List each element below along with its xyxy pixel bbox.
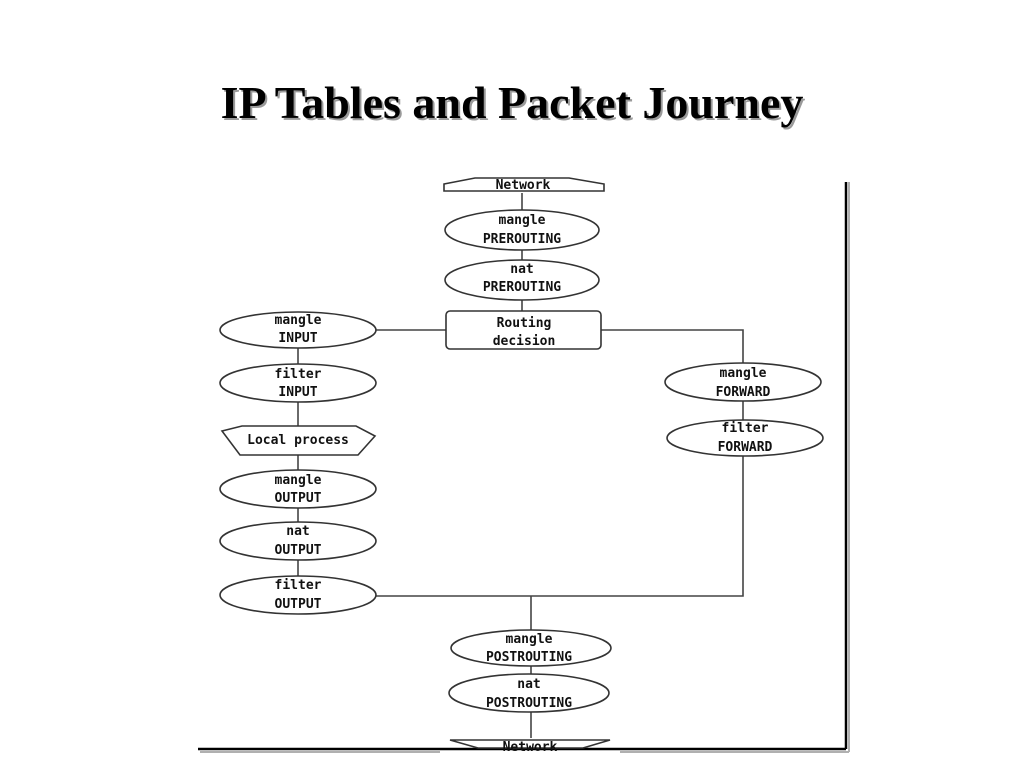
node-label-line: OUTPUT — [275, 491, 322, 506]
node-label-line: POSTROUTING — [486, 650, 572, 665]
node-label-line: filter — [275, 367, 322, 382]
slide-title: IP Tables and Packet Journey — [220, 77, 804, 128]
edge-routing-to-mangle-forward — [601, 329, 744, 364]
node-label-line: Routing — [497, 316, 552, 331]
node-nat-prerouting: nat PREROUTING — [444, 259, 600, 301]
node-label-line: POSTROUTING — [486, 696, 572, 711]
node-label-line: mangle — [275, 473, 322, 488]
node-label-line: mangle — [499, 213, 546, 228]
node-label-line: INPUT — [278, 331, 317, 346]
node-mangle-input: mangle INPUT — [219, 311, 377, 349]
node-label-line: Local process — [247, 433, 349, 448]
edges — [297, 193, 744, 738]
node-mangle-postrouting: mangle POSTROUTING — [450, 629, 612, 667]
node-label-line: OUTPUT — [275, 597, 322, 612]
node-label-line: OUTPUT — [275, 543, 322, 558]
node-nat-postrouting: nat POSTROUTING — [448, 673, 610, 713]
node-label-line: nat — [286, 524, 309, 539]
node-filter-input: filter INPUT — [219, 363, 377, 403]
node-mangle-output: mangle OUTPUT — [219, 469, 377, 509]
node-label-line: INPUT — [278, 385, 317, 400]
node-local-process: Local process — [220, 425, 377, 456]
node-label-line: Network — [496, 178, 551, 193]
node-label-line: FORWARD — [716, 385, 771, 400]
node-filter-output: filter OUTPUT — [219, 575, 377, 615]
node-label-line: filter — [275, 578, 322, 593]
node-label-line: nat — [517, 677, 540, 692]
node-filter-forward: filter FORWARD — [666, 419, 824, 457]
node-mangle-prerouting: mangle PREROUTING — [444, 209, 600, 251]
node-label-line: mangle — [720, 366, 767, 381]
node-label-line: filter — [722, 421, 769, 436]
node-label-line: mangle — [275, 313, 322, 328]
node-network-in: Network — [443, 177, 605, 193]
edge-filter-forward-down — [531, 456, 744, 597]
node-label-line: decision — [493, 334, 556, 349]
node-mangle-forward: mangle FORWARD — [664, 362, 822, 402]
node-routing-decision: Routing decision — [445, 310, 602, 350]
node-label-line: mangle — [506, 632, 553, 647]
node-nat-output: nat OUTPUT — [219, 521, 377, 561]
node-label-line: FORWARD — [718, 440, 773, 455]
node-label-line: PREROUTING — [483, 232, 561, 247]
node-label-line: PREROUTING — [483, 280, 561, 295]
clip-mask — [440, 751, 620, 768]
node-label-line: nat — [510, 262, 533, 277]
node-network-out: Network — [440, 739, 620, 768]
